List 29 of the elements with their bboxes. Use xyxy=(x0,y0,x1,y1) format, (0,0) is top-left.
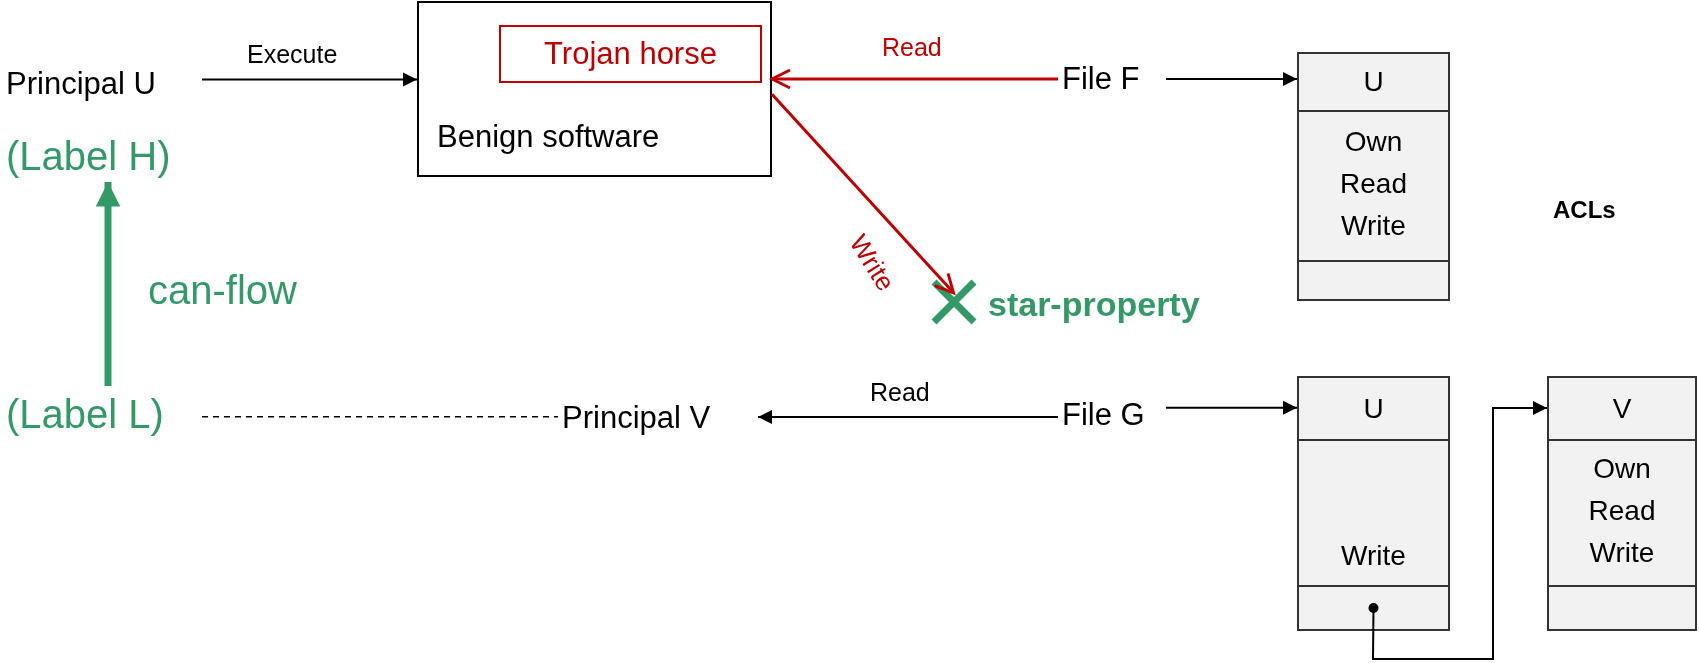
principal-label: Principal V xyxy=(562,400,711,436)
trojan-horse-box xyxy=(499,25,762,83)
permission-list: Write xyxy=(1341,535,1406,577)
arrow xyxy=(201,72,418,87)
section-label: ACLs xyxy=(1553,196,1616,224)
arrow xyxy=(1165,400,1298,415)
dashed-line xyxy=(201,416,559,418)
table-header: V xyxy=(1612,391,1632,426)
acl-table xyxy=(1297,52,1450,301)
file-label: File F xyxy=(1062,61,1140,97)
software-box xyxy=(417,1,772,177)
table-header: U xyxy=(1363,391,1384,426)
arrow xyxy=(770,68,1058,90)
permission-list: Own Read Write xyxy=(1588,448,1656,574)
box-label: Benign software xyxy=(437,119,660,155)
box-title: Trojan horse xyxy=(544,36,717,72)
acl-table xyxy=(1547,376,1697,631)
arrow xyxy=(1368,400,1548,660)
permission-list: Own Read Write xyxy=(1340,121,1407,247)
arrow xyxy=(757,410,1059,425)
property-label: star-property xyxy=(988,284,1200,324)
table-header: U xyxy=(1363,65,1384,99)
arrow xyxy=(770,93,955,295)
security-label: (Label H) xyxy=(6,133,171,179)
arrow xyxy=(1165,72,1298,86)
acl-table xyxy=(1297,376,1450,631)
file-label: File G xyxy=(1062,397,1145,433)
principal-label: Principal U xyxy=(6,66,156,102)
security-label: (Label L) xyxy=(6,391,164,437)
